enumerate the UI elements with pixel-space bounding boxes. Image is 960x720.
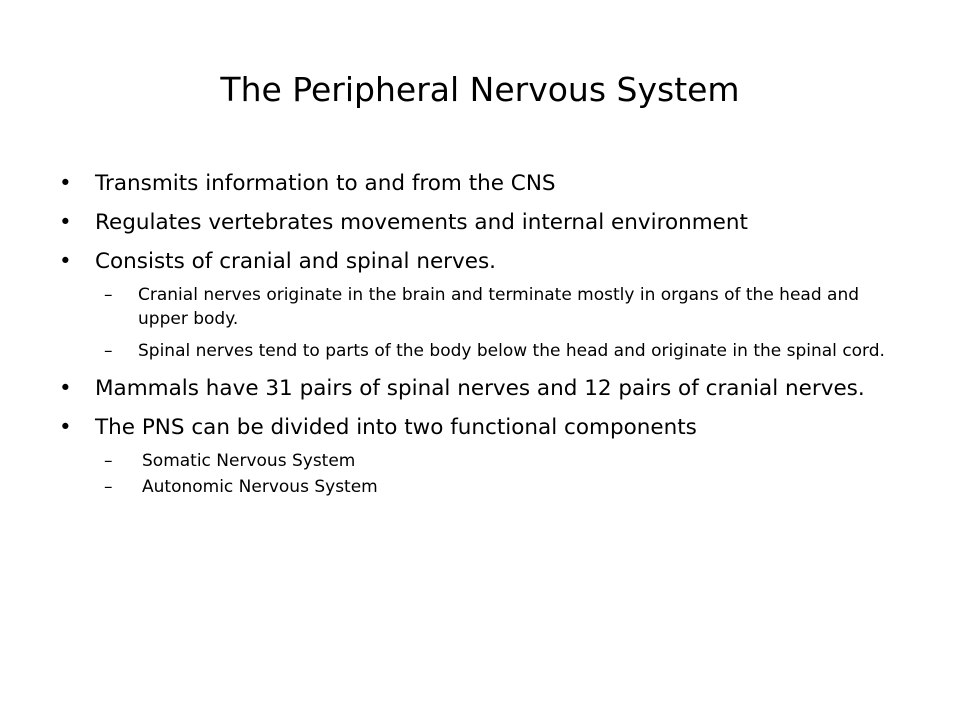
sub-bullet-text: Autonomic Nervous System (142, 477, 378, 497)
sub-bullet-item: – Cranial nerves originate in the brain … (72, 283, 912, 331)
dash-icon: – (104, 451, 113, 471)
sub-bullet-item: – Autonomic Nervous System (72, 475, 912, 499)
bullet-item: • Transmits information to and from the … (59, 170, 912, 197)
dash-icon: – (104, 477, 113, 497)
dash-icon: – (104, 285, 113, 305)
dash-icon: – (104, 341, 113, 361)
bullet-text: The PNS can be divided into two function… (95, 415, 697, 440)
sub-bullet-item: – Somatic Nervous System (72, 449, 912, 473)
slide-title: The Peripheral Nervous System (220, 70, 740, 109)
slide-body: • Transmits information to and from the … (59, 170, 912, 505)
bullet-text: Mammals have 31 pairs of spinal nerves a… (95, 376, 865, 401)
bullet-item: • The PNS can be divided into two functi… (59, 414, 912, 441)
bullet-item: • Mammals have 31 pairs of spinal nerves… (59, 375, 912, 402)
bullet-text: Consists of cranial and spinal nerves. (95, 249, 497, 274)
bullet-text: Transmits information to and from the CN… (95, 171, 556, 196)
bullet-dot-icon: • (59, 376, 72, 401)
bullet-text: Regulates vertebrates movements and inte… (95, 210, 748, 235)
bullet-dot-icon: • (59, 415, 72, 440)
bullet-dot-icon: • (59, 210, 72, 235)
bullet-dot-icon: • (59, 171, 72, 196)
sub-bullet-text: Somatic Nervous System (142, 451, 356, 471)
bullet-item: • Regulates vertebrates movements and in… (59, 209, 912, 236)
bullet-dot-icon: • (59, 249, 72, 274)
sub-bullet-item: – Spinal nerves tend to parts of the bod… (72, 339, 912, 363)
bullet-item: • Consists of cranial and spinal nerves. (59, 248, 912, 275)
sub-bullet-text: Spinal nerves tend to parts of the body … (138, 341, 885, 361)
sub-bullet-text: Cranial nerves originate in the brain an… (138, 285, 860, 329)
